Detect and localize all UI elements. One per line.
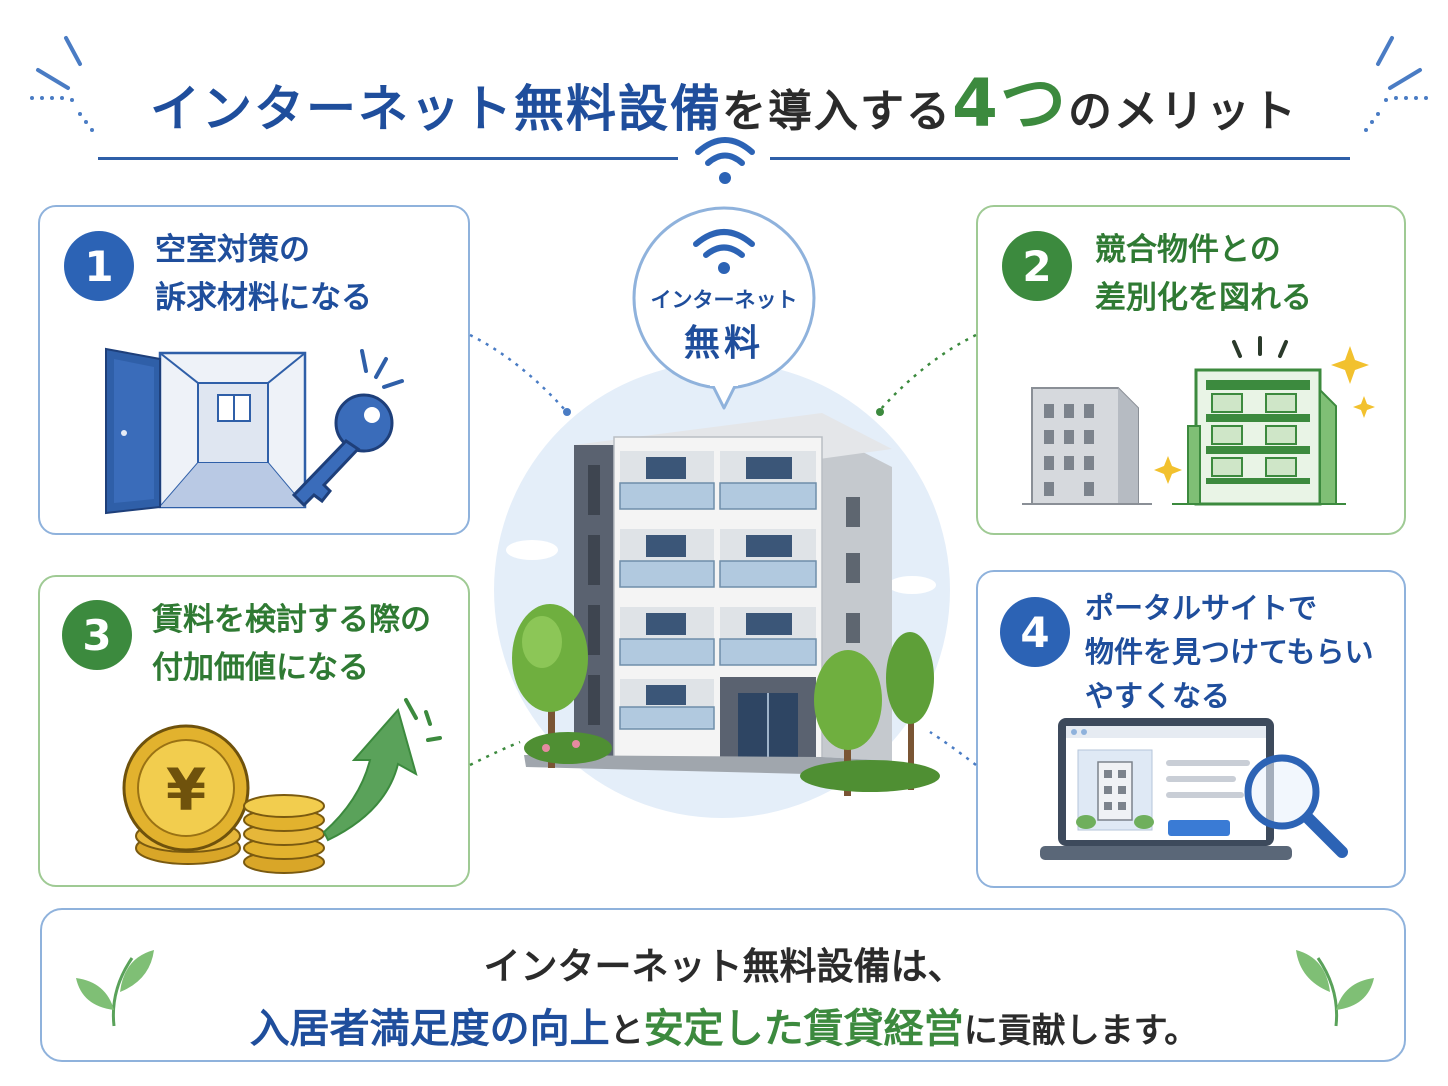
green-building-icon — [1172, 336, 1346, 506]
coin-stack-icon — [243, 794, 325, 874]
merit-2-line1: 競合物件との — [1095, 232, 1281, 268]
svg-text:¥: ¥ — [166, 756, 206, 824]
yen-coin-icon: ¥ — [122, 724, 250, 865]
merit-3-line1: 賃料を検討する際の — [152, 602, 431, 638]
title-part4: のメリット — [1067, 86, 1298, 137]
laptop-icon — [1040, 718, 1292, 860]
up-arrow-icon — [322, 698, 442, 842]
merit-2-line2: 差別化を図れる — [1095, 280, 1312, 316]
bubble-line2: 無料 — [683, 323, 764, 364]
door-room-icon — [105, 347, 307, 515]
leaf-right-icon — [1296, 950, 1374, 1027]
summary-highlight-2: 安定した賃貸経営 — [643, 1006, 964, 1052]
key-icon — [291, 349, 404, 508]
title-part3: 4つ — [952, 65, 1068, 142]
title-underline-left — [98, 157, 678, 160]
merit-number-2: 2 — [1002, 231, 1072, 301]
tree-right-icon — [800, 632, 940, 796]
merit-number-1: 1 — [64, 231, 134, 301]
page-title: インターネット無料設備を導入する4つのメリット — [0, 50, 1448, 146]
merit-4-line1: ポータルサイトで — [1085, 591, 1318, 625]
bubble-line1: インターネット — [650, 288, 798, 312]
merit-text-2: 競合物件との 差別化を図れる — [1095, 226, 1312, 322]
speech-bubble — [632, 206, 816, 410]
leaf-left-icon — [76, 950, 154, 1027]
merit-text-4: ポータルサイトで 物件を見つけてもらい やすくなる — [1085, 586, 1374, 718]
wifi-icon — [695, 137, 755, 184]
magnifier-icon — [1244, 754, 1348, 858]
tree-icon — [512, 604, 612, 768]
title-left-burst-icon — [30, 36, 94, 132]
title-part1: インターネット無料設備 — [150, 80, 723, 138]
merit-text-3: 賃料を検討する際の 付加価値になる — [152, 596, 431, 692]
merit-1-line1: 空室対策の — [155, 232, 310, 268]
merit-text-1: 空室対策の 訴求材料になる — [155, 226, 372, 322]
gray-building-icon — [1022, 387, 1152, 505]
merit-4-line2: 物件を見つけてもらい — [1085, 635, 1374, 669]
summary-card — [40, 908, 1406, 1062]
summary-connector: と — [609, 1011, 644, 1051]
title-part2: を導入する — [722, 86, 953, 137]
title-right-burst-icon — [1364, 36, 1428, 132]
merit-number-4: 4 — [1000, 597, 1070, 667]
merit-number-3: 3 — [62, 600, 132, 670]
summary-line1: インターネット無料設備は、 — [483, 945, 965, 988]
merit-4-line3: やすくなる — [1085, 679, 1231, 713]
summary-highlight-1: 入居者満足度の向上 — [249, 1006, 610, 1052]
summary-ending: に貢献します。 — [963, 1011, 1199, 1051]
sparkle-icon — [1154, 346, 1375, 484]
apartment-building-icon — [524, 413, 892, 775]
title-underline-right — [770, 157, 1350, 160]
merit-3-line2: 付加価値になる — [152, 650, 369, 686]
merit-1-line2: 訴求材料になる — [155, 280, 372, 316]
summary-line2: 入居者満足度の向上と安定した賃貸経営に貢献します。 — [0, 996, 1448, 1054]
